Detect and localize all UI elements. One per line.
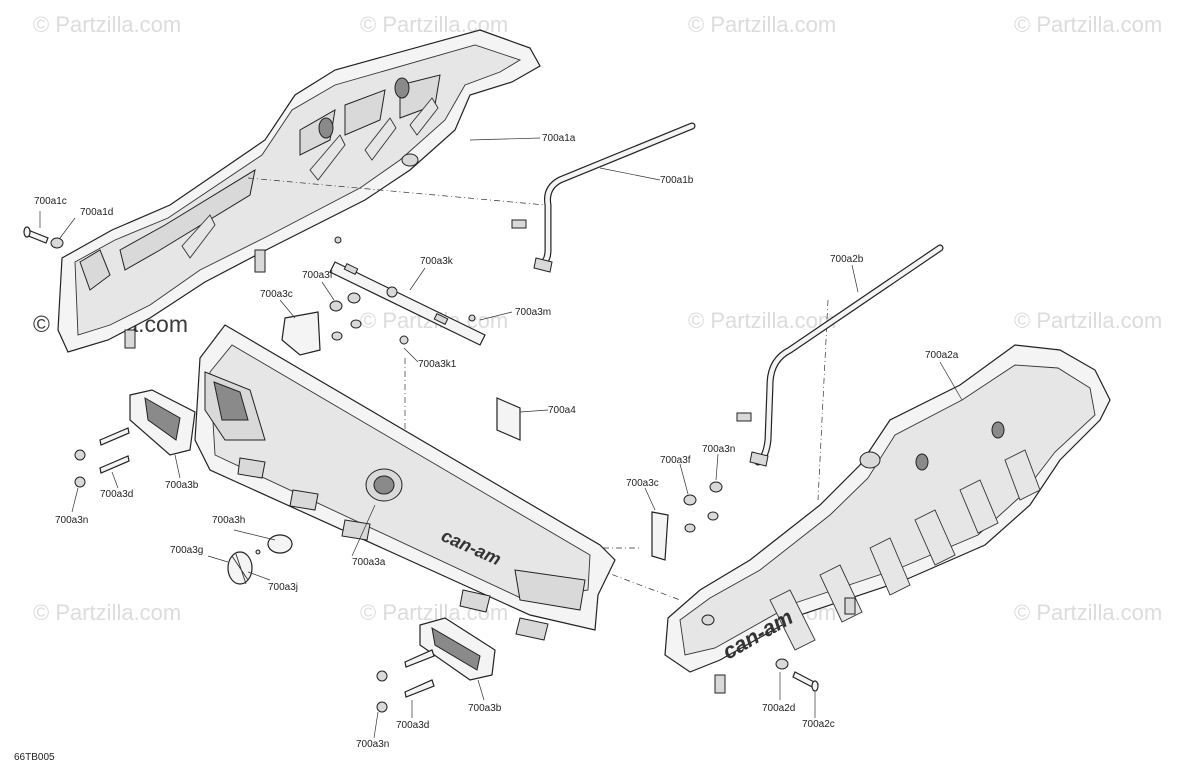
left-side-panel [57,29,541,353]
diagram-code: 66TB005 [14,752,55,763]
callout-700a1a: 700a1a [542,133,576,144]
callout-700a2b: 700a2b [830,254,864,265]
callout-700a3h: 700a3h [212,515,246,526]
callout-700a1d: 700a1d [80,207,114,218]
callout-700a3k1: 700a3k1 [418,359,457,370]
alignment-line [599,569,681,601]
callout-700a3c-right: 700a3c [626,478,659,489]
callout-700a3f: 700a3f [302,270,333,281]
alignment-line [817,299,829,501]
callout-700a3k: 700a3k [420,256,453,267]
callout-700a2d: 700a2d [762,703,796,714]
callout-700a3c: 700a3c [260,289,293,300]
callout-700a3d: 700a3d [100,489,134,500]
callout-700a3a: 700a3a [352,557,386,568]
upper-grab-rod [511,122,696,273]
watermark: © Partzilla.com [1014,12,1163,37]
emblem-parts [207,504,376,585]
callout-700a2c: 700a2c [802,719,835,730]
lower-hitch-bracket [419,617,496,701]
watermark: © Partzilla.com [33,12,182,37]
callout-700a2a: 700a2a [925,350,959,361]
callout-700a3d-lower: 700a3d [396,720,430,731]
callout-700a3g: 700a3g [170,545,204,556]
watermark: © Partzilla.com [688,12,837,37]
mounting-plate [329,236,513,363]
callout-700a4: 700a4 [548,405,576,416]
right-grab-rod [736,244,944,467]
left-bracket-nuts [279,281,362,356]
watermark: © Partzilla.com [688,308,837,333]
watermark: © Partzilla.com [1014,308,1163,333]
callout-700a3n: 700a3n [55,515,89,526]
watermark: © Partzilla.com [33,600,182,625]
alignment-line [247,177,546,206]
right-side-panel: can-am [664,344,1111,694]
callout-700a3j: 700a3j [268,582,299,593]
callout-700a3f-right: 700a3f [660,455,691,466]
right-bolt-washer [775,658,819,718]
upper-bolts [71,427,130,513]
label-decal [496,397,549,441]
watermark: © Partzilla.com [1014,600,1163,625]
callout-700a3m: 700a3m [515,307,552,318]
right-bracket-nuts [644,453,723,561]
upper-hitch-bracket [129,389,196,479]
rear-bumper: can-am [194,324,616,641]
callout-700a3b: 700a3b [165,480,199,491]
callout-700a1c: 700a1c [34,196,67,207]
callout-700a3b-lower: 700a3b [468,703,502,714]
left-bolt-washer [23,211,76,249]
callout-700a1b: 700a1b [660,175,694,186]
callout-700a3n-right: 700a3n [702,444,736,455]
lower-bolts [373,649,435,739]
callout-700a3n-lower: 700a3n [356,739,390,750]
